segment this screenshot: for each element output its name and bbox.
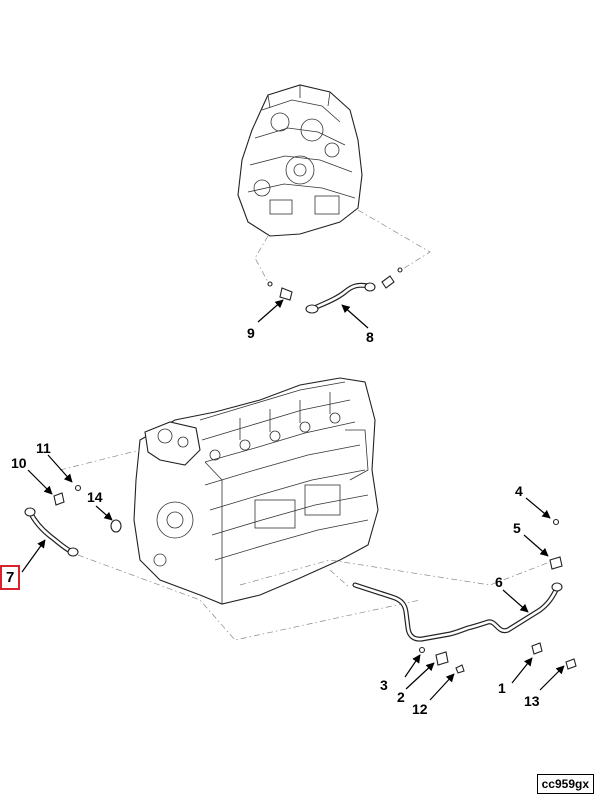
callout-1[interactable]: 1 (498, 680, 506, 696)
figure-reference-code: cc959gx (536, 774, 594, 794)
lower-fuel-line (352, 582, 563, 642)
callout-13[interactable]: 13 (524, 693, 540, 709)
callout-9[interactable]: 9 (247, 325, 255, 341)
callout-14[interactable]: 14 (87, 489, 103, 505)
callout-4[interactable]: 4 (515, 483, 523, 499)
lower-engine-block (133, 377, 379, 605)
upper-engine-view (237, 84, 363, 237)
callout-3[interactable]: 3 (380, 677, 388, 693)
upper-pipe-assembly (267, 267, 403, 314)
callout-7-selected[interactable]: 7 (0, 565, 21, 590)
left-pipe-item-7 (24, 507, 79, 557)
callout-5[interactable]: 5 (513, 520, 521, 536)
callout-8[interactable]: 8 (366, 329, 374, 345)
callout-6[interactable]: 6 (495, 574, 503, 590)
callout-10[interactable]: 10 (11, 455, 27, 471)
callout-12[interactable]: 12 (412, 701, 428, 717)
leader-arrows (21, 299, 565, 701)
callout-11[interactable]: 11 (36, 440, 51, 456)
callout-2[interactable]: 2 (397, 689, 405, 705)
